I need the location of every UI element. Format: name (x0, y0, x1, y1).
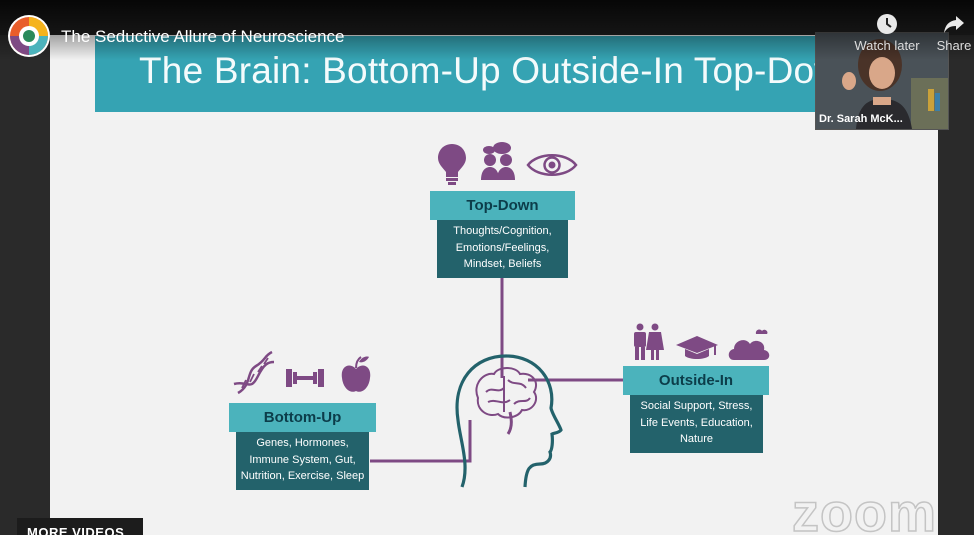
channel-logo-icon (10, 17, 48, 55)
head-silhouette-icon (455, 354, 563, 488)
participant-name: Dr. Sarah McK... (819, 113, 903, 125)
bottom-up-details: Genes, Hormones, Immune System, Gut, Nut… (236, 432, 369, 490)
channel-avatar[interactable] (8, 15, 50, 57)
outside-in-line: Nature (679, 433, 714, 445)
apple-icon (341, 356, 371, 392)
lightbulb-icon (438, 144, 466, 185)
top-down-line: Thoughts/Cognition, (453, 225, 552, 237)
top-down-details: Thoughts/Cognition, Emotions/Feelings, M… (437, 220, 568, 278)
outside-in-heading: Outside-In (623, 366, 769, 395)
bottom-up-heading: Bottom-Up (229, 403, 376, 432)
share-button[interactable]: Share (932, 12, 974, 53)
more-videos-button[interactable]: MORE VIDEOS (17, 518, 143, 535)
brain-icon (475, 367, 538, 435)
watch-later-label: Watch later (854, 38, 920, 53)
youtube-top-bar (0, 0, 974, 60)
dna-icon (233, 350, 275, 395)
outside-in-details: Social Support, Stress, Life Events, Edu… (630, 395, 763, 453)
more-videos-label: MORE VIDEOS (27, 525, 125, 535)
cloud-icon (728, 329, 770, 360)
graduation-cap-icon (676, 336, 718, 359)
eye-icon (526, 154, 578, 176)
share-arrow-icon (944, 16, 964, 33)
bottom-up-line: Immune System, Gut, (249, 453, 356, 466)
top-down-heading: Top-Down (430, 191, 575, 220)
presentation-slide (50, 35, 938, 535)
couple-icon (634, 323, 664, 360)
zoom-watermark: zoom (791, 482, 937, 535)
share-label: Share (936, 38, 972, 53)
outside-in-line: Life Events, Education, (640, 416, 753, 429)
dumbbell-icon (286, 369, 324, 387)
clock-icon (877, 14, 897, 34)
connector-bottom-up (370, 420, 472, 463)
video-title[interactable]: The Seductive Allure of Neuroscience (61, 27, 345, 46)
letterbox-left (0, 35, 50, 535)
people-talking-icon (481, 142, 515, 180)
top-down-line: Mindset, Beliefs (463, 258, 542, 270)
outside-in-line: Social Support, Stress, (640, 400, 753, 412)
top-down-line: Emotions/Feelings, (455, 241, 550, 254)
bottom-up-line: Nutrition, Exercise, Sleep (240, 470, 365, 482)
bottom-up-line: Genes, Hormones, (256, 437, 349, 449)
watch-later-button[interactable]: Watch later (848, 12, 926, 53)
